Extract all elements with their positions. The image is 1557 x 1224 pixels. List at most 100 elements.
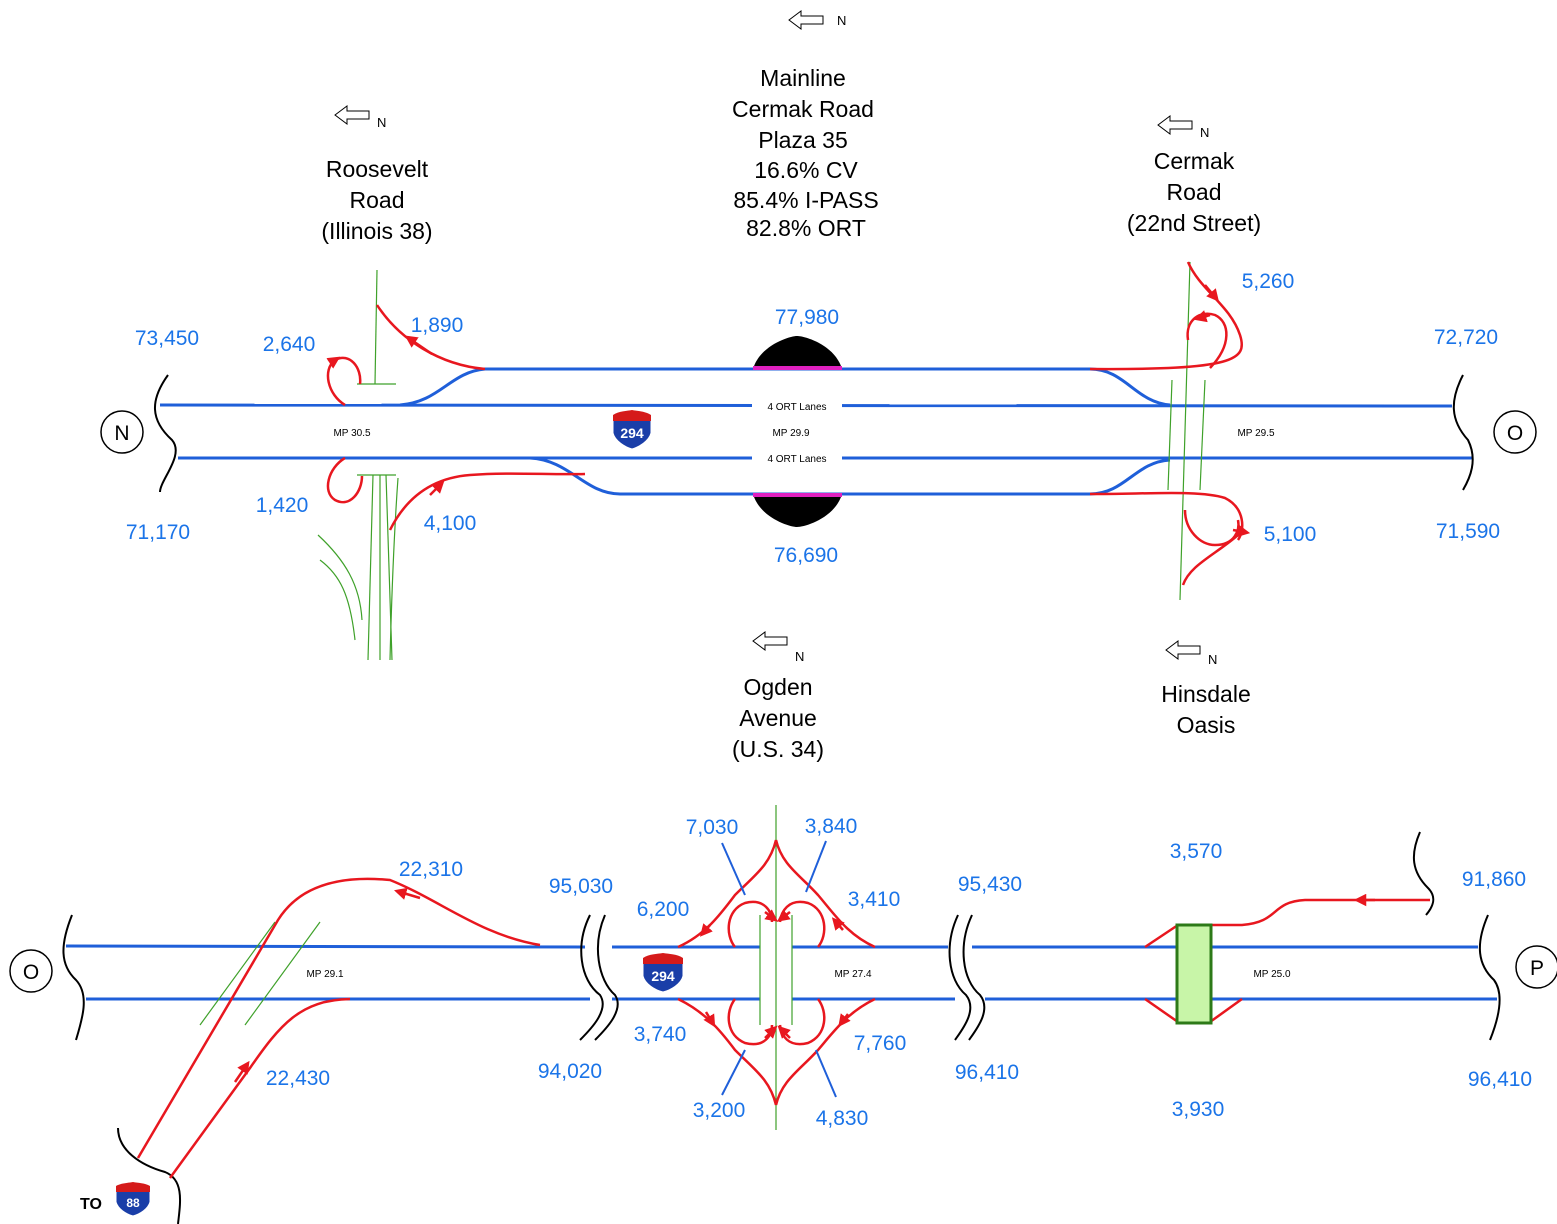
svg-text:(U.S. 34): (U.S. 34): [732, 736, 824, 762]
volume-label: 95,430: [958, 873, 1022, 896]
toll-plaza-north: [753, 336, 842, 370]
svg-text:16.6% CV: 16.6% CV: [754, 157, 858, 183]
north-label: N: [377, 115, 386, 130]
milepost-30-5: MP 30.5: [333, 428, 370, 439]
hinsdale-title: Hinsdale Oasis: [1161, 681, 1251, 738]
break-ogden-left-2: [594, 914, 619, 1041]
svg-text:Avenue: Avenue: [739, 705, 817, 731]
hinsdale-oasis: [1144, 893, 1430, 1025]
north-arrow-hinsdale: N: [1165, 640, 1217, 667]
break-right-bottom: [1478, 914, 1501, 1041]
roosevelt-title: Roosevelt Road (Illinois 38): [321, 156, 432, 244]
svg-text:Plaza 35: Plaza 35: [758, 127, 848, 153]
break-ogden-right-2: [962, 914, 986, 1041]
volume-label: 4,100: [424, 512, 477, 535]
volume-label: 3,570: [1170, 840, 1223, 863]
i88-shield: 88: [115, 1181, 151, 1217]
milepost-29-5: MP 29.5: [1237, 428, 1274, 439]
circle-o-top: O: [1493, 410, 1537, 454]
svg-text:4 ORT Lanes: 4 ORT Lanes: [767, 402, 826, 413]
svg-text:Ogden: Ogden: [743, 674, 812, 700]
svg-text:P: P: [1530, 957, 1544, 980]
volume-label: 94,020: [538, 1060, 602, 1083]
north-label: N: [795, 649, 804, 664]
north-arrow-ogden: N: [752, 631, 804, 664]
volume-label: 96,410: [955, 1061, 1019, 1084]
svg-text:Cermak Road: Cermak Road: [732, 96, 874, 122]
volume-label: 22,310: [399, 858, 463, 881]
break-oasis-ramp: [1412, 831, 1435, 916]
volume-label: 3,200: [693, 1099, 746, 1122]
svg-text:O: O: [23, 961, 39, 984]
svg-text:Mainline: Mainline: [760, 65, 846, 91]
volume-label: 1,420: [256, 494, 309, 517]
milepost-27-4: MP 27.4: [834, 969, 871, 980]
svg-text:82.8% ORT: 82.8% ORT: [746, 215, 866, 241]
circle-p: P: [1515, 945, 1557, 989]
svg-text:O: O: [1507, 422, 1523, 445]
svg-text:88: 88: [126, 1196, 140, 1210]
volume-label: 7,760: [854, 1032, 907, 1055]
svg-text:4 ORT Lanes: 4 ORT Lanes: [767, 454, 826, 465]
svg-text:Roosevelt: Roosevelt: [326, 156, 429, 182]
volume-label: 96,410: [1468, 1068, 1532, 1091]
north-arrow-cermak: N: [1157, 115, 1209, 140]
volume-label: 7,030: [686, 816, 739, 839]
cermak-title: Cermak Road (22nd Street): [1127, 148, 1261, 236]
break-right-top: [1452, 374, 1474, 491]
break-ogden-left: [579, 914, 604, 1041]
volume-label: 76,690: [774, 544, 838, 567]
i294-shield-top: 294: [612, 409, 652, 450]
roosevelt-interchange: [317, 269, 586, 661]
north-label: N: [837, 13, 846, 28]
volume-label: 77,980: [775, 306, 839, 329]
svg-text:294: 294: [620, 425, 644, 441]
volume-label: 95,030: [549, 875, 613, 898]
milepost-25-0: MP 25.0: [1253, 969, 1290, 980]
volume-label: 5,100: [1264, 523, 1317, 546]
north-arrow-top: N: [788, 10, 846, 30]
volume-label: 1,890: [411, 314, 464, 337]
break-i88: [117, 1127, 181, 1224]
volume-label: 71,170: [126, 521, 190, 544]
milepost-29-1: MP 29.1: [306, 969, 343, 980]
volume-label: 2,640: [263, 333, 316, 356]
break-ogden-right: [948, 914, 972, 1041]
volume-label: 72,720: [1434, 326, 1498, 349]
volume-label: 4,830: [816, 1107, 869, 1130]
i88-interchange: [136, 877, 541, 1179]
volume-label: 3,740: [634, 1023, 687, 1046]
svg-text:Road: Road: [350, 187, 405, 213]
i294-shield-bottom: 294: [642, 952, 684, 993]
circle-n: N: [100, 410, 144, 454]
volume-label: 22,430: [266, 1067, 330, 1090]
north-label: N: [1208, 652, 1217, 667]
break-left-bottom: [62, 914, 85, 1041]
svg-text:(22nd Street): (22nd Street): [1127, 210, 1261, 236]
north-label: N: [1200, 125, 1209, 140]
north-arrow-roosevelt: N: [334, 105, 386, 130]
volume-label: 73,450: [135, 327, 199, 350]
mainline-plaza-title: Mainline Cermak Road Plaza 35 16.6% CV 8…: [732, 65, 879, 241]
volume-label: 91,860: [1462, 868, 1526, 891]
svg-text:Oasis: Oasis: [1177, 712, 1236, 738]
volume-label: 3,930: [1172, 1098, 1225, 1121]
svg-text:Cermak: Cermak: [1154, 148, 1235, 174]
ort-label-bottom: 4 ORT Lanes: [752, 452, 842, 466]
ogden-interchange: [677, 805, 876, 1130]
volume-label: 3,840: [805, 815, 858, 838]
ort-label-top: 4 ORT Lanes: [752, 399, 842, 413]
svg-text:Hinsdale: Hinsdale: [1161, 681, 1251, 707]
svg-text:85.4% I-PASS: 85.4% I-PASS: [733, 187, 878, 213]
volume-label: 6,200: [637, 898, 690, 921]
svg-text:Road: Road: [1167, 179, 1222, 205]
svg-text:(Illinois 38): (Illinois 38): [321, 218, 432, 244]
volume-label: 71,590: [1436, 520, 1500, 543]
cermak-interchange: [1089, 261, 1251, 601]
volume-label: 3,410: [848, 888, 901, 911]
to-label: TO: [80, 1196, 102, 1213]
circle-o-bottom: O: [9, 949, 53, 993]
svg-text:N: N: [114, 422, 129, 445]
milepost-29-9: MP 29.9: [772, 428, 809, 439]
